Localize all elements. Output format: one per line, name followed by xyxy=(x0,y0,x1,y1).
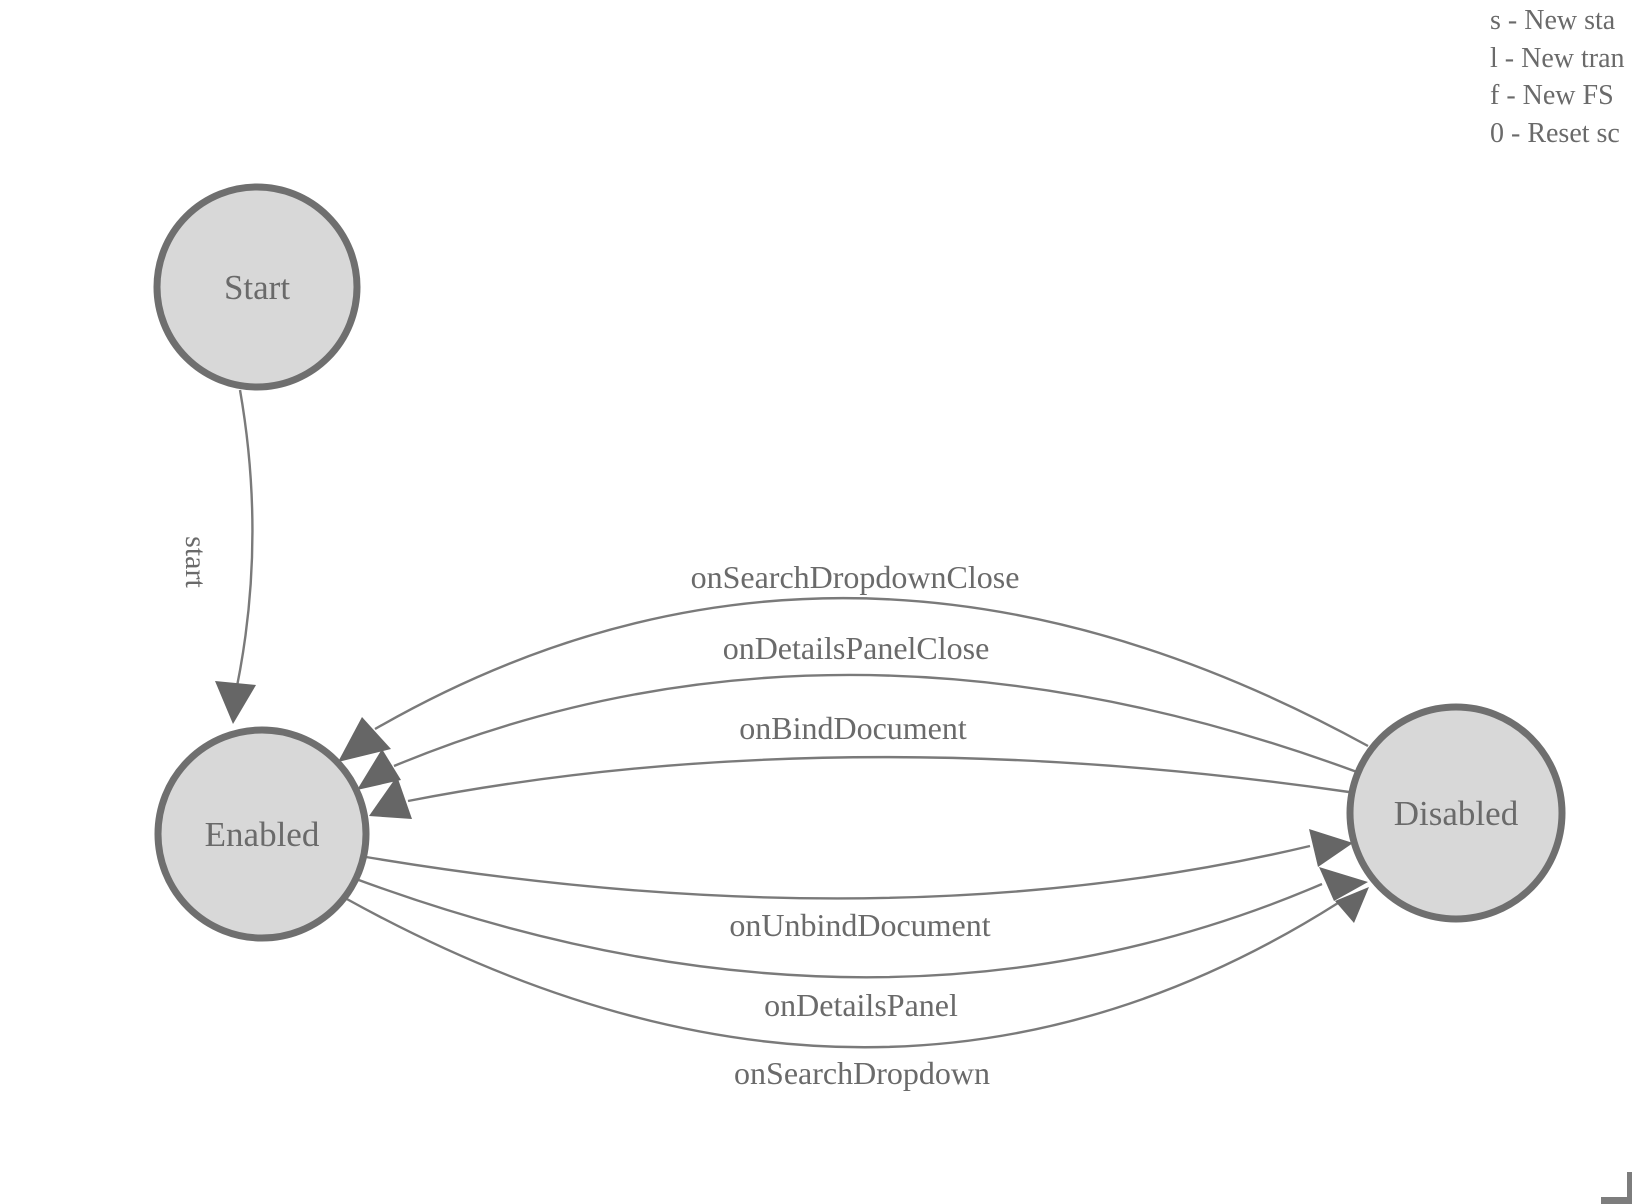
transition-path-onBindDocument[interactable] xyxy=(407,755,1350,803)
offscreen-object-corner xyxy=(1601,1172,1632,1204)
transition-onSearchDropdown[interactable]: onSearchDropdown xyxy=(344,887,1369,1091)
transition-path-onDetailsPanelClose[interactable] xyxy=(393,673,1358,774)
transition-label-onSearchDropdown[interactable]: onSearchDropdown xyxy=(734,1055,990,1091)
transition-path-start[interactable] xyxy=(231,389,254,706)
legend-line-new-fsm: f - New FS xyxy=(1490,80,1614,111)
arrowhead-onBindDocument xyxy=(369,776,412,819)
transition-path-onUnbindDocument[interactable] xyxy=(365,844,1311,900)
legend-line-reset: 0 - Reset sc xyxy=(1490,117,1620,149)
state-circle-enabled[interactable] xyxy=(154,726,370,942)
state-node-disabled[interactable]: Disabled xyxy=(1346,703,1566,923)
arrowhead-onDetailsPanelClose xyxy=(357,749,401,790)
legend-line-new-state: s - New sta xyxy=(1490,5,1616,36)
transition-onDetailsPanel[interactable]: onDetailsPanel xyxy=(355,867,1368,1023)
transition-path-onDetailsPanel[interactable] xyxy=(355,877,1323,979)
transition-onDetailsPanelClose[interactable]: onDetailsPanelClose xyxy=(357,630,1358,790)
transition-onUnbindDocument[interactable]: onUnbindDocument xyxy=(365,829,1353,943)
transition-label-onDetailsPanelClose[interactable]: onDetailsPanelClose xyxy=(723,630,990,666)
state-circle-disabled[interactable] xyxy=(1346,703,1566,923)
state-node-start[interactable]: Start xyxy=(153,183,361,391)
transition-start[interactable]: start xyxy=(179,389,256,724)
arrowhead-onSearchDropdownClose xyxy=(338,717,391,762)
state-label-enabled: Enabled xyxy=(205,815,320,854)
arrowhead-start-to-enabled xyxy=(215,681,256,724)
transition-onSearchDropdownClose[interactable]: onSearchDropdownClose xyxy=(338,559,1369,762)
transition-label-onUnbindDocument[interactable]: onUnbindDocument xyxy=(729,907,990,943)
legend-line-new-transition: l - New tran xyxy=(1490,42,1625,74)
arrowhead-onDetailsPanel xyxy=(1319,867,1368,901)
state-circle-start[interactable] xyxy=(153,183,361,391)
transition-path-onSearchDropdownClose[interactable] xyxy=(374,597,1369,748)
keyboard-shortcuts-legend: s - New sta l - New tran f - New FS 0 - … xyxy=(1490,2,1625,152)
transition-label-onSearchDropdownClose[interactable]: onSearchDropdownClose xyxy=(691,559,1020,595)
state-label-disabled: Disabled xyxy=(1394,794,1519,833)
transition-label-onDetailsPanel[interactable]: onDetailsPanel xyxy=(764,987,958,1023)
transition-onBindDocument[interactable]: onBindDocument xyxy=(369,710,1350,819)
transition-label-onBindDocument[interactable]: onBindDocument xyxy=(739,710,967,746)
state-label-start: Start xyxy=(224,268,290,307)
arrowhead-onSearchDropdown xyxy=(1335,887,1369,923)
arrowhead-onUnbindDocument xyxy=(1309,829,1353,867)
state-node-enabled[interactable]: Enabled xyxy=(154,726,370,942)
transition-label-start[interactable]: start xyxy=(179,536,212,588)
transition-path-onSearchDropdown[interactable] xyxy=(344,896,1339,1049)
